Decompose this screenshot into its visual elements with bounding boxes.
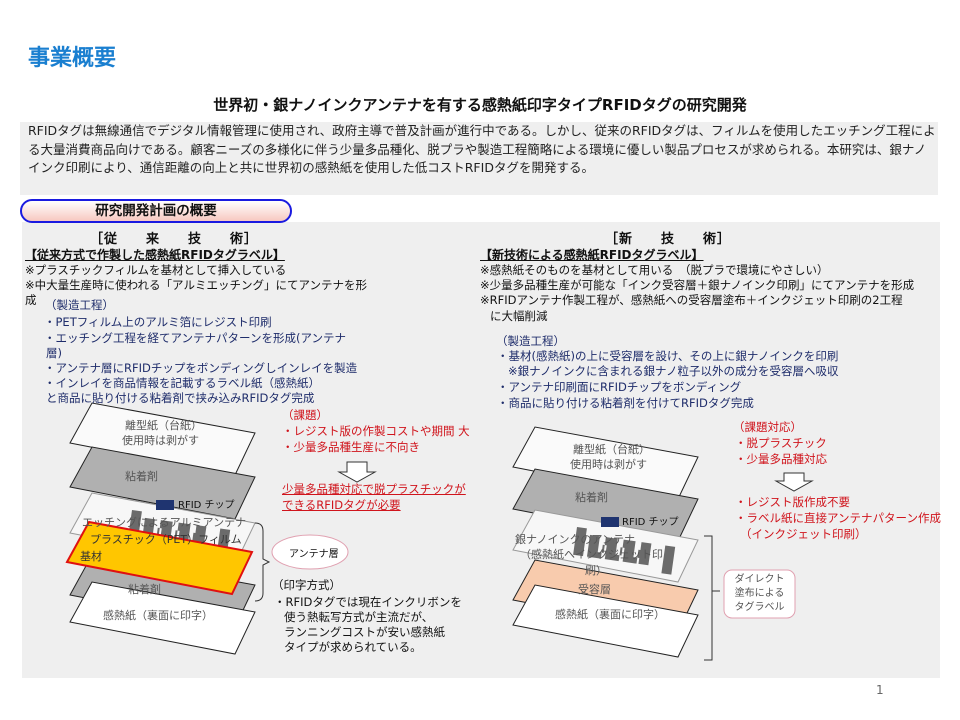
issues-title: （課題）: [282, 408, 328, 422]
print-line: 使う熱転写方式が主流だが、: [284, 610, 434, 624]
layer-label: 離型紙（台紙）: [125, 419, 202, 432]
layer-label: （感熱紙へインクジェット印: [520, 548, 663, 561]
antenna-layer-label: アンテナ層: [289, 549, 339, 560]
left-note: ※中大量生産時に使われる「アルミエッチング」にてアンテナを形: [25, 278, 367, 292]
layer-label: 感熱紙（裏面に印字）: [103, 609, 213, 622]
page-title: 事業概要: [28, 46, 117, 71]
issue: ・少量多品種生産に不向き: [282, 440, 420, 454]
layer-label: 離型紙（台紙）: [573, 443, 650, 456]
chip-label: RFID チップ: [622, 517, 679, 528]
layer-label: プラスチック（PET）フィルム: [90, 533, 242, 546]
result: ・ラベル紙に直接アンテナパターン作成: [735, 511, 941, 525]
right-process: ※銀ナノインクに含まれる銀ナノ粒子以外の成分を受容層へ吸収: [508, 364, 839, 378]
layer-label: 基材: [80, 550, 102, 563]
left-process: ・PETフィルム上のアルミ箔にレジスト印刷: [44, 315, 272, 329]
direct-box: [723, 569, 796, 619]
response: ・少量多品種対応: [735, 452, 827, 466]
need: できるRFIDタグが必要: [282, 498, 401, 512]
layer-label: 刷）: [585, 564, 607, 577]
right-process: ・アンテナ印刷面にRFIDチップをボンディング: [497, 380, 742, 394]
left-note: ※プラスチックフィルムを基材として挿入している: [25, 263, 287, 277]
left-process: と商品に貼り付ける粘着剤で挟み込みRFIDタグ完成: [46, 391, 315, 405]
left-process-title: （製造工程）: [45, 298, 114, 312]
right-process: ・基材(感熱紙)の上に受容層を設け、その上に銀ナノインクを印刷: [497, 349, 839, 363]
intro-text: RFIDタグは無線通信でデジタル情報管理に使用され、政府主導で普及計画が進行中で…: [20, 122, 938, 195]
response-title: （課題対応）: [733, 420, 802, 434]
left-rfid-chip: [156, 500, 174, 510]
right-note: に大幅削減: [490, 309, 548, 323]
right-note: ※RFIDアンテナ作製工程が、感熱紙への受容層塗布＋インクジェット印刷の2工程: [480, 293, 903, 307]
right-header: ［新 技 術］: [605, 232, 732, 247]
layer-label: 粘着剤: [125, 470, 158, 483]
layer-label: 受容層: [578, 583, 611, 596]
layer-label: 銀ナノインクのアンテナ: [515, 533, 636, 546]
print-line: ランニングコストが安い感熱紙: [284, 625, 445, 639]
response: ・脱プラスチック: [735, 436, 827, 450]
direct-label: ダイレクト塗布によるタグラベル: [734, 574, 785, 613]
layer-label: 感熱紙（裏面に印字）: [555, 608, 665, 621]
right-bracket: [704, 535, 720, 661]
layer-label: 使用時は剥がす: [122, 434, 199, 447]
print-line: タイプが求められている。: [284, 640, 422, 654]
print-title: （印字方式）: [272, 578, 341, 592]
left-process: 層): [46, 346, 62, 360]
left-process: ・アンテナ層にRFIDチップをボンディングしインレイを製造: [44, 361, 358, 375]
print-line: ・RFIDタグでは現在インクリボンを: [274, 595, 462, 609]
layer-label: エッチングによるアルミアンテナ: [82, 516, 247, 529]
right-note: ※少量多品種生産が可能な「インク受容層＋銀ナノインク印刷」にてアンテナを形成: [480, 278, 915, 292]
antenna-layer-ellipse: [271, 534, 349, 570]
left-process: ・エッチング工程を経てアンテナパターンを形成(アンテナ: [44, 331, 346, 345]
left-label: 【従来方式で作製した感熱紙RFIDタグラベル】: [25, 248, 285, 262]
right-process-title: （製造工程）: [496, 334, 565, 348]
result: ・レジスト版作成不要: [735, 495, 850, 509]
right-label: 【新技術による感熱紙RFIDタグラベル】: [480, 248, 704, 262]
result: （インクジェット印刷）: [740, 527, 867, 541]
right-down-arrow-icon: [774, 472, 814, 492]
subtitle: 世界初・銀ナノインクアンテナを有する感熱紙印字タイプRFIDタグの研究開発: [213, 96, 747, 114]
need: 少量多品種対応で脱プラスチックが: [282, 482, 466, 496]
chip-label: RFID チップ: [178, 500, 235, 511]
issue: ・レジスト版の作製コストや期間 大: [282, 424, 470, 438]
left-bracket: [254, 522, 271, 602]
layer-label: 使用時は剥がす: [570, 458, 647, 471]
left-note: 成: [25, 293, 37, 307]
layer-label: 粘着剤: [128, 583, 161, 596]
page-number: 1: [876, 683, 884, 697]
right-note: ※感熱紙そのものを基材として用いる （脱プラで環境にやさしい）: [480, 263, 829, 277]
layer-label: 粘着剤: [575, 491, 608, 504]
left-header: ［従 来 技 術］: [90, 232, 259, 247]
right-process: ・商品に貼り付ける粘着剤を付けてRFIDタグ完成: [497, 396, 754, 410]
section-label: 研究開発計画の概要: [20, 199, 292, 223]
left-process: ・インレイを商品情報を記載するラベル紙（感熱紙）: [44, 376, 320, 390]
left-down-arrow-icon: [337, 461, 377, 483]
right-rfid-chip: [601, 517, 619, 527]
